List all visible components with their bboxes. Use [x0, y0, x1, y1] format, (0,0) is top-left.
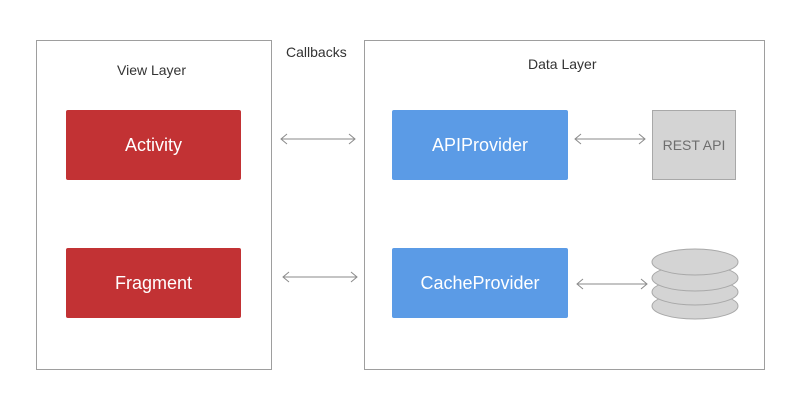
view-layer-container	[36, 40, 272, 370]
database-icon	[651, 248, 739, 320]
rest-api-box: REST API	[652, 110, 736, 180]
activity-block: Activity	[66, 110, 241, 180]
fragment-cache-arrow	[282, 271, 358, 283]
activity-api-arrow	[280, 133, 356, 145]
cache-db-arrow	[576, 278, 648, 290]
api-rest-arrow	[574, 133, 646, 145]
callbacks-label: Callbacks	[286, 44, 347, 60]
fragment-block: Fragment	[66, 248, 241, 318]
cache-provider-block: CacheProvider	[392, 248, 568, 318]
api-provider-block: APIProvider	[392, 110, 568, 180]
data-layer-title: Data Layer	[528, 56, 597, 72]
view-layer-title: View Layer	[117, 62, 187, 78]
